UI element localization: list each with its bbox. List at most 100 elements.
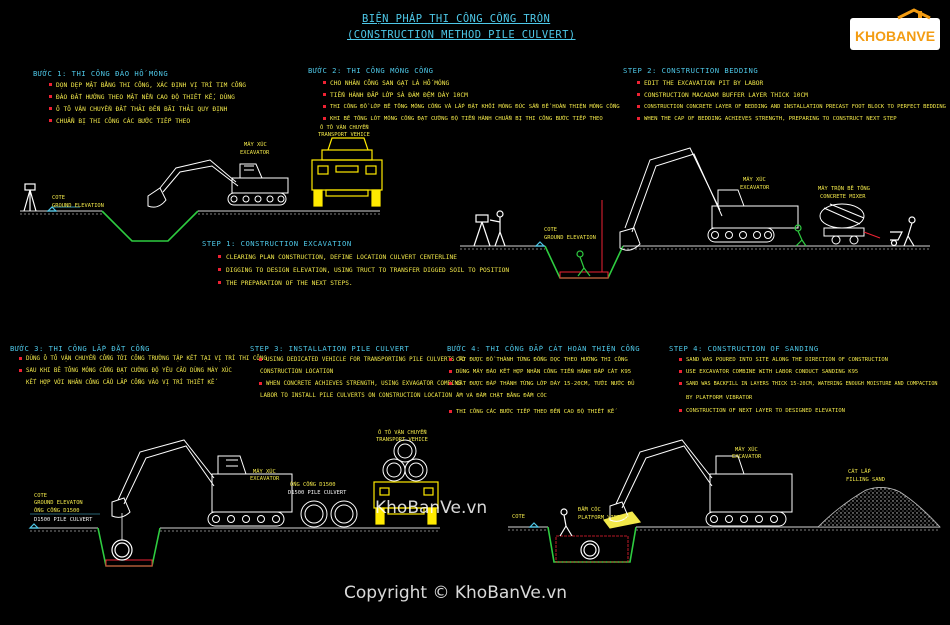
drawing-subtitle: (CONSTRUCTION METHOD PILE CULVERT) [347,29,576,41]
sand-label-vi: CÁT LẤP [848,469,871,475]
ground-elevation-label-3: GROUND ELEVATON [34,500,83,506]
step2-en-item: WHEN THE CAP OF BEDDING ACHIEVES STRENGT… [644,116,897,122]
logo-text: KHOBANVE [855,28,935,44]
step1-en-item: CLEARING PLAN CONSTRUCTION, DEFINE LOCAT… [226,254,457,261]
truck-label-en-3: TRANSPORT VEHICE [376,437,428,443]
step3-vi-item: DÙNG Ô TÔ VẬN CHUYỂN CỐNG TỚI CÔNG TRƯỜN… [26,356,267,362]
pipe-label-en-b: D1500 PILE CULVERT [34,517,93,523]
truck-label-en: TRANSPORT VEHICE [318,132,370,138]
excavator-label-vi-4: MÁY XÚC [735,447,758,453]
step2-vi-item: KHI BÊ TÔNG LÓT MÓNG CỐNG ĐẠT CƯỜNG ĐỘ T… [330,116,603,122]
step4-vi-heading: BƯỚC 4: THI CÔNG ĐẮP CÁT HOÀN THIỆN CỐNG [447,344,641,353]
ground-elevation-label-1: GROUND ELEVATION [52,203,104,209]
step1-vi-item: CHUẨN BỊ THI CÔNG CÁC BƯỚC TIẾP THEO [56,118,191,125]
wheelbarrow-worker [890,216,916,247]
excavator-1 [147,159,289,208]
ground-elevation-label-2: GROUND ELEVATION [544,235,596,241]
excavator-3 [111,439,293,527]
panel4-ground [508,526,940,563]
step1-vi-item: DỌN DẸP MẶT BẰNG THI CÔNG, XÁC ĐỊNH VỊ T… [56,82,246,89]
truck-label-vi: Ô TÔ VẬN CHUYỂN [320,125,369,131]
step4-en-item: CONSTRUCTION OF NEXT LAYER TO DESIGNED E… [686,408,845,414]
step3-en-heading: STEP 3: INSTALLATION PILE CULVERT [250,344,410,353]
cote-label-2: COTE [544,227,557,233]
excavator-label-vi: MÁY XÚC [244,142,267,148]
step3-en-item: CONSTRUCTION LOCATION [260,369,334,375]
cote-label-3: COTE [34,493,47,499]
watermark-center: KhoBanVe.vn [375,498,488,518]
excavator-label-en-2: EXCAVATOR [740,185,770,191]
excavator-label-en: EXCAVATOR [240,150,270,156]
step1-en-item: THE PREPARATION OF THE NEXT STEPS. [226,280,353,287]
panel1-ground [20,210,380,242]
worker-panel2b [794,224,807,247]
culvert-pipes [300,439,428,528]
step4-vi-item: THI CÔNG CÁC BƯỚC TIẾP THEO ĐẾN CAO ĐỘ T… [456,409,615,415]
step3-vi-item: KẾT HỢP VỚI NHÂN CÔNG CẨU LẮP CỐNG VÀO V… [26,380,215,386]
pipe-label-en: D1500 PILE CULVERT [288,490,347,496]
truck-1 [311,137,383,207]
step2-vi-item: THI CÔNG ĐỔ LỚP BÊ TÔNG MÓNG CỐNG VÀ LẮP… [330,104,620,110]
survey-instrument [23,183,37,212]
pipe-label-vi-b: ỐNG CỐNG D1500 [34,508,80,514]
step4-en-item: SAND WAS POURED INTO SITE ALONG THE DIRE… [686,357,888,363]
compactor-label-en: PLATFORM VIBRATOR [578,515,634,521]
step2-vi-heading: BƯỚC 2: THI CÔNG MÓNG CỐNG [308,66,434,75]
excavator-4 [609,439,793,527]
panel1-elevation-marker [46,206,80,212]
sand-pile [817,487,941,528]
excavator-2 [619,147,799,251]
step3-en-item: USING DEDICATED VEHICLE FOR TRANSPORTING… [266,357,465,363]
step4-en-heading: STEP 4: CONSTRUCTION OF SANDING [669,344,819,353]
step2-en-item: EDIT THE EXCAVATION PIT BY LABOR [644,80,764,87]
watermark-copyright: Copyright © KhoBanVe.vn [344,583,568,603]
excavator-label-en-4: EXCAVATOR [732,454,762,460]
step4-vi-item: CÁT ĐƯỢC ĐỔ THÀNH TỪNG ĐỐNG DỌC THEO HƯỚ… [456,357,628,363]
step4-vi-item: ẨM VÀ ĐẦM CHẶT BẰNG ĐẦM CÓC [456,393,547,399]
mixer-label-vi: MÁY TRỘN BÊ TÔNG [818,186,870,192]
step1-vi-item: Ô TÔ VẬN CHUYỂN ĐẤT THẢI ĐẾN BÃI THẢI QU… [56,106,228,113]
house-roof-icon: KHOBANVE [850,8,940,50]
step3-en-item: LABOR TO INSTALL PILE CULVERTS ON CONSTR… [260,393,452,399]
step1-en-heading: STEP 1: CONSTRUCTION EXCAVATION [202,239,352,248]
khobanve-logo: KHOBANVE [848,8,942,52]
sand-label-en: FILLING SAND [846,477,885,483]
panel2-elevation-marker [534,241,546,247]
step2-en-item: CONSTRUCTION MACADAM BUFFER LAYER THICK … [644,92,808,99]
step3-vi-item: SAU KHI BÊ TÔNG MÓNG CỐNG ĐẠT CƯỜNG ĐỘ Y… [26,368,232,374]
step1-vi-heading: BƯỚC 1: THI CÔNG ĐÀO HỐ MÓNG [33,69,169,78]
panel3-elevation-marker [28,513,100,529]
step4-vi-item: DÙNG MÁY ĐÀO KẾT HỢP NHÂN CÔNG TIẾN HÀNH… [456,369,632,375]
step2-vi-item: TIẾN HÀNH ĐẮP LỚP SÀ ĐÁM ĐỆM DÀY 10CM [330,92,468,99]
worker-panel4 [559,508,573,537]
cote-label-4: COTE [512,514,525,520]
truck-3 [373,481,439,525]
cote-label-1: COTE [52,195,65,201]
drawing-title: BIỆN PHÁP THI CÔNG CỐNG TRÒN [362,13,551,25]
excavator-label-en-3: EXCAVATOR [250,476,280,482]
truck-label-vi-3: Ô TÔ VẬN CHUYỂN [378,430,427,436]
step2-en-item: CONSTRUCTION CONCRETE LAYER OF BEDDING A… [644,104,946,110]
panel2-ground [460,200,930,279]
step2-en-heading: STEP 2: CONSTRUCTION BEDDING [623,66,759,75]
excavator-label-vi-3: MÁY XÚC [253,469,276,475]
step1-en-item: DIGGING TO DESIGN ELEVATION, USING TRUCT… [226,267,510,274]
survey-instrument-2 [473,210,506,247]
step1-vi-item: ĐÀO ĐẤT HƯỚNG THEO MẶT NỀN CAO ĐỘ THIẾT … [56,94,235,101]
concrete-mixer [819,203,881,245]
bullet-markers [19,81,682,413]
panel4-elevation-marker [528,522,540,528]
step3-vi-heading: BƯỚC 3: THI CÔNG LẮP ĐẶT CỐNG [10,344,150,353]
panel3-ground [30,513,440,567]
step2-vi-item: CHO NHÂN CÔNG SAN GẠT LÀ HỐ MÓNG [330,80,450,87]
worker-panel2 [576,250,591,277]
step4-en-item: USE EXCAVATOR COMBINE WITH LABOR CONDUCT… [686,369,859,375]
step4-en-item: BY PLATFORM VIBRATOR [686,395,753,401]
step3-en-item: WHEN CONCRETE ACHIEVES STRENGTH, USING E… [266,381,462,387]
excavator-label-vi-2: MÁY XÚC [743,177,766,183]
compactor-label-vi: ĐẦM CÓC [578,507,601,513]
step4-vi-item: CÁT ĐƯỢC ĐẮP THÀNH TỪNG LỚP DÀY 15-20CM,… [456,381,635,387]
pipe-label-vi: ỐNG CỐNG D1500 [290,482,336,488]
